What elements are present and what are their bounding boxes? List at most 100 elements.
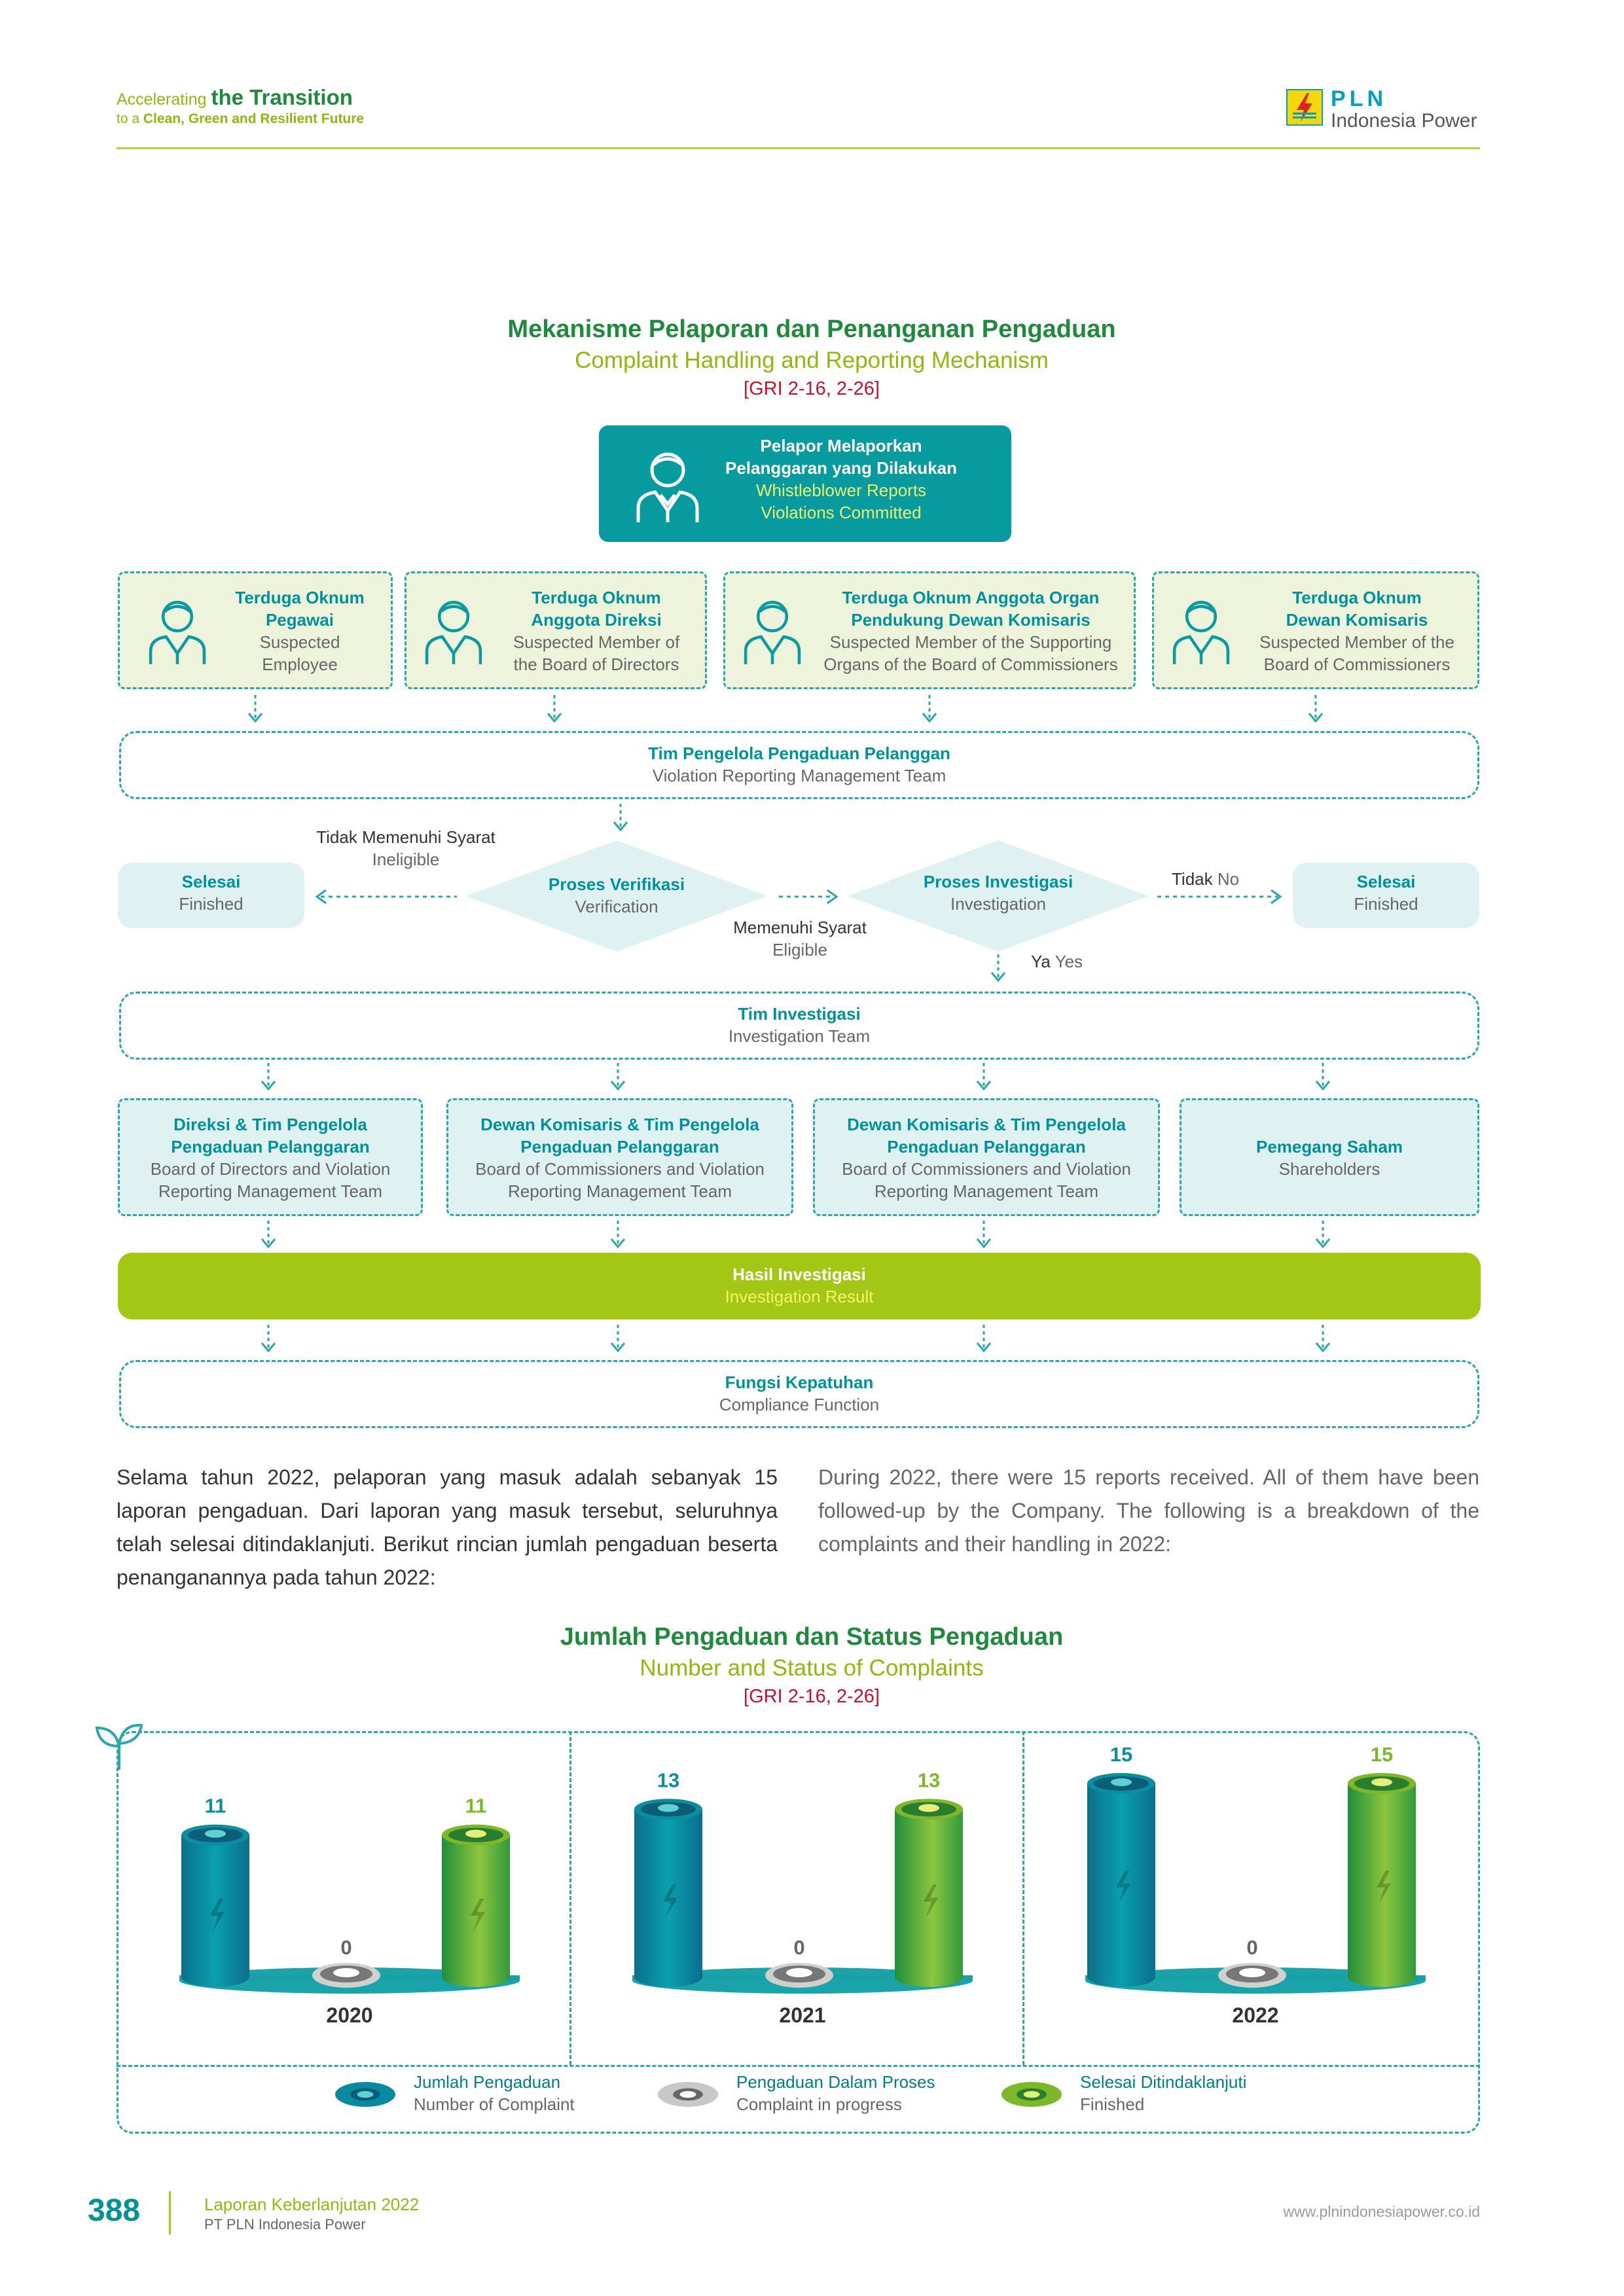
- eligible-id: Memenuhi Syarat: [733, 918, 867, 937]
- legend-2-en: Finished: [1080, 2094, 1145, 2114]
- suspect-0-en1: Suspected: [259, 632, 340, 652]
- reporter-en1: Whistleblower Reports: [755, 480, 927, 500]
- paragraph-id: Selama tahun 2022, pelaporan yang masuk …: [117, 1465, 778, 1589]
- legend-1-en: Complaint in progress: [736, 2094, 902, 2114]
- arrow-down-icon: [261, 1063, 276, 1091]
- finished-right-id: Selesai: [1356, 872, 1416, 891]
- ineligible-label: Tidak Memenuhi Syarat Ineligible: [301, 826, 511, 870]
- suspect-1-en1: Suspected Member of: [513, 632, 680, 652]
- chart-bar-cap-light: [918, 1804, 939, 1812]
- suspect-0-id1: Terduga Oknum: [235, 588, 365, 607]
- suspect-2-en1: Suspected Member of the Supporting: [829, 632, 1112, 652]
- investigation-diamond: [848, 840, 1149, 952]
- suspect-3-en2: Board of Commissioners: [1263, 655, 1451, 674]
- result-id: Hasil Investigasi: [732, 1265, 866, 1284]
- arrow-down-icon: [261, 1221, 276, 1249]
- eligible-label: Memenuhi Syarat Eligible: [708, 916, 892, 961]
- arrow-down-icon: [610, 1325, 626, 1353]
- logo-name: PLN: [1331, 86, 1387, 111]
- suspect-0-id2: Pegawai: [265, 610, 334, 630]
- pln-logo: PLN Indonesia Power: [1286, 86, 1496, 132]
- compliance-id: Fungsi Kepatuhan: [725, 1372, 874, 1392]
- verification-en: Verification: [575, 897, 659, 916]
- chart-data-label: 0: [1246, 1936, 1257, 1959]
- chart-data-label: 15: [1371, 1743, 1393, 1766]
- chart-bar-bottom: [1348, 1966, 1416, 1987]
- handler-box: Dewan Komisaris & Tim Pengelola Pengadua…: [813, 1098, 1160, 1216]
- handler-1-id1: Dewan Komisaris & Tim Pengelola: [480, 1115, 759, 1134]
- lightning-logo-icon: [1286, 89, 1323, 126]
- suspect-box-organs: Terduga Oknum Anggota Organ Pendukung De…: [723, 571, 1136, 689]
- result-en: Investigation Result: [725, 1287, 874, 1306]
- invest-team-box: Tim Investigasi Investigation Team: [119, 992, 1479, 1060]
- verification-id: Proses Verifikasi: [548, 874, 685, 894]
- suspect-1-id1: Terduga Oknum: [532, 588, 661, 607]
- handler-2-en2: Reporting Management Team: [874, 1181, 1099, 1201]
- legend-swatch-number: [335, 2082, 395, 2107]
- suspect-2-id2: Pendukung Dewan Komisaris: [851, 610, 1091, 630]
- handler-0-en1: Board of Directors and Violation: [150, 1159, 391, 1179]
- lightning-icon: [471, 1899, 485, 1932]
- no-label: Tidak No: [1172, 868, 1239, 890]
- footer-url[interactable]: www.plnindonesiapower.co.id: [1283, 2203, 1480, 2220]
- lightning-icon: [1377, 1870, 1391, 1903]
- footer-report-title: Laporan Keberlanjutan 2022: [204, 2195, 420, 2214]
- flow-gri: [GRI 2-16, 2-26]: [744, 378, 880, 399]
- handler-2-en1: Board of Commissioners and Violation: [842, 1159, 1131, 1179]
- handler-box: Direksi & Tim Pengelola Pengaduan Pelang…: [118, 1098, 423, 1216]
- chart-title-en: Number and Status of Complaints: [640, 1655, 984, 1681]
- arrow-right-icon: [1157, 889, 1282, 905]
- reporter-id2: Pelanggaran yang Dilakukan: [725, 458, 957, 478]
- header-tagline: Accelerating the Transition to a Clean, …: [117, 86, 364, 129]
- handler-0-id1: Direksi & Tim Pengelola: [173, 1115, 367, 1134]
- chart-bar-cap-light: [205, 1829, 226, 1838]
- tagline-accelerating: Accelerating: [117, 90, 207, 109]
- result-box: Hasil Investigasi Investigation Result: [118, 1253, 1481, 1319]
- chart-data-label: 0: [793, 1936, 804, 1959]
- chart-bar-cap-light: [465, 1829, 486, 1838]
- chart-frame: [117, 1731, 1480, 2134]
- finished-left-box: Selesai Finished: [118, 863, 304, 928]
- suspect-3-en1: Suspected Member of the: [1259, 632, 1454, 652]
- suspect-0-en2: Employee: [262, 655, 338, 674]
- arrow-right-icon: [779, 889, 839, 905]
- paragraph-en: During 2022, there were 15 reports recei…: [818, 1465, 1479, 1556]
- arrow-down-icon: [976, 1325, 992, 1353]
- reporter-box: Pelapor Melaporkan Pelanggaran yang Dila…: [599, 425, 1011, 542]
- lightning-icon: [210, 1899, 225, 1932]
- chart-bar-cap-light: [786, 1968, 812, 1977]
- lightning-icon: [1116, 1870, 1130, 1903]
- yes-id: Ya: [1031, 952, 1051, 971]
- lightning-icon: [924, 1884, 938, 1918]
- reporter-en2: Violations Committed: [761, 503, 922, 522]
- person-icon: [425, 600, 482, 664]
- footer-rule: [169, 2191, 171, 2234]
- yes-label: Ya Yes: [1031, 950, 1083, 973]
- legend-item-number: Jumlah Pengaduan Number of Complaint: [414, 2071, 575, 2115]
- legend-divider: [117, 2065, 1480, 2067]
- handler-1-en1: Board of Commissioners and Violation: [475, 1159, 765, 1179]
- chart-data-label: 13: [918, 1768, 940, 1791]
- legend-0-en: Number of Complaint: [414, 2094, 575, 2114]
- arrow-down-icon: [990, 954, 1006, 982]
- chart-bar: [895, 1809, 963, 1977]
- footer-report: Laporan Keberlanjutan 2022 PT PLN Indone…: [204, 2194, 419, 2234]
- arrow-down-icon: [922, 695, 937, 723]
- person-icon: [636, 452, 699, 522]
- chart-gri: [GRI 2-16, 2-26]: [744, 1686, 880, 1707]
- chart-data-label: 0: [340, 1936, 352, 1959]
- suspect-1-id2: Anggota Direksi: [531, 610, 662, 630]
- chart-data-label: 13: [657, 1768, 679, 1791]
- handler-3-en1: Shareholders: [1278, 1159, 1380, 1179]
- lightning-icon: [663, 1884, 677, 1918]
- chart-bar: [1348, 1784, 1416, 1977]
- legend-swatch-finished: [1001, 2082, 1062, 2107]
- suspect-3-id1: Terduga Oknum: [1292, 588, 1422, 607]
- finished-left-id: Selesai: [181, 872, 241, 891]
- handler-1-id2: Pengaduan Pelanggaran: [520, 1137, 719, 1157]
- flow-title-id: Mekanisme Pelaporan dan Penanganan Penga…: [507, 315, 1116, 343]
- finished-left-en: Finished: [179, 894, 244, 914]
- chart-data-label: 11: [205, 1795, 226, 1818]
- chart-bar-cap-light: [1239, 1968, 1265, 1977]
- suspect-1-en2: the Board of Directors: [513, 655, 679, 674]
